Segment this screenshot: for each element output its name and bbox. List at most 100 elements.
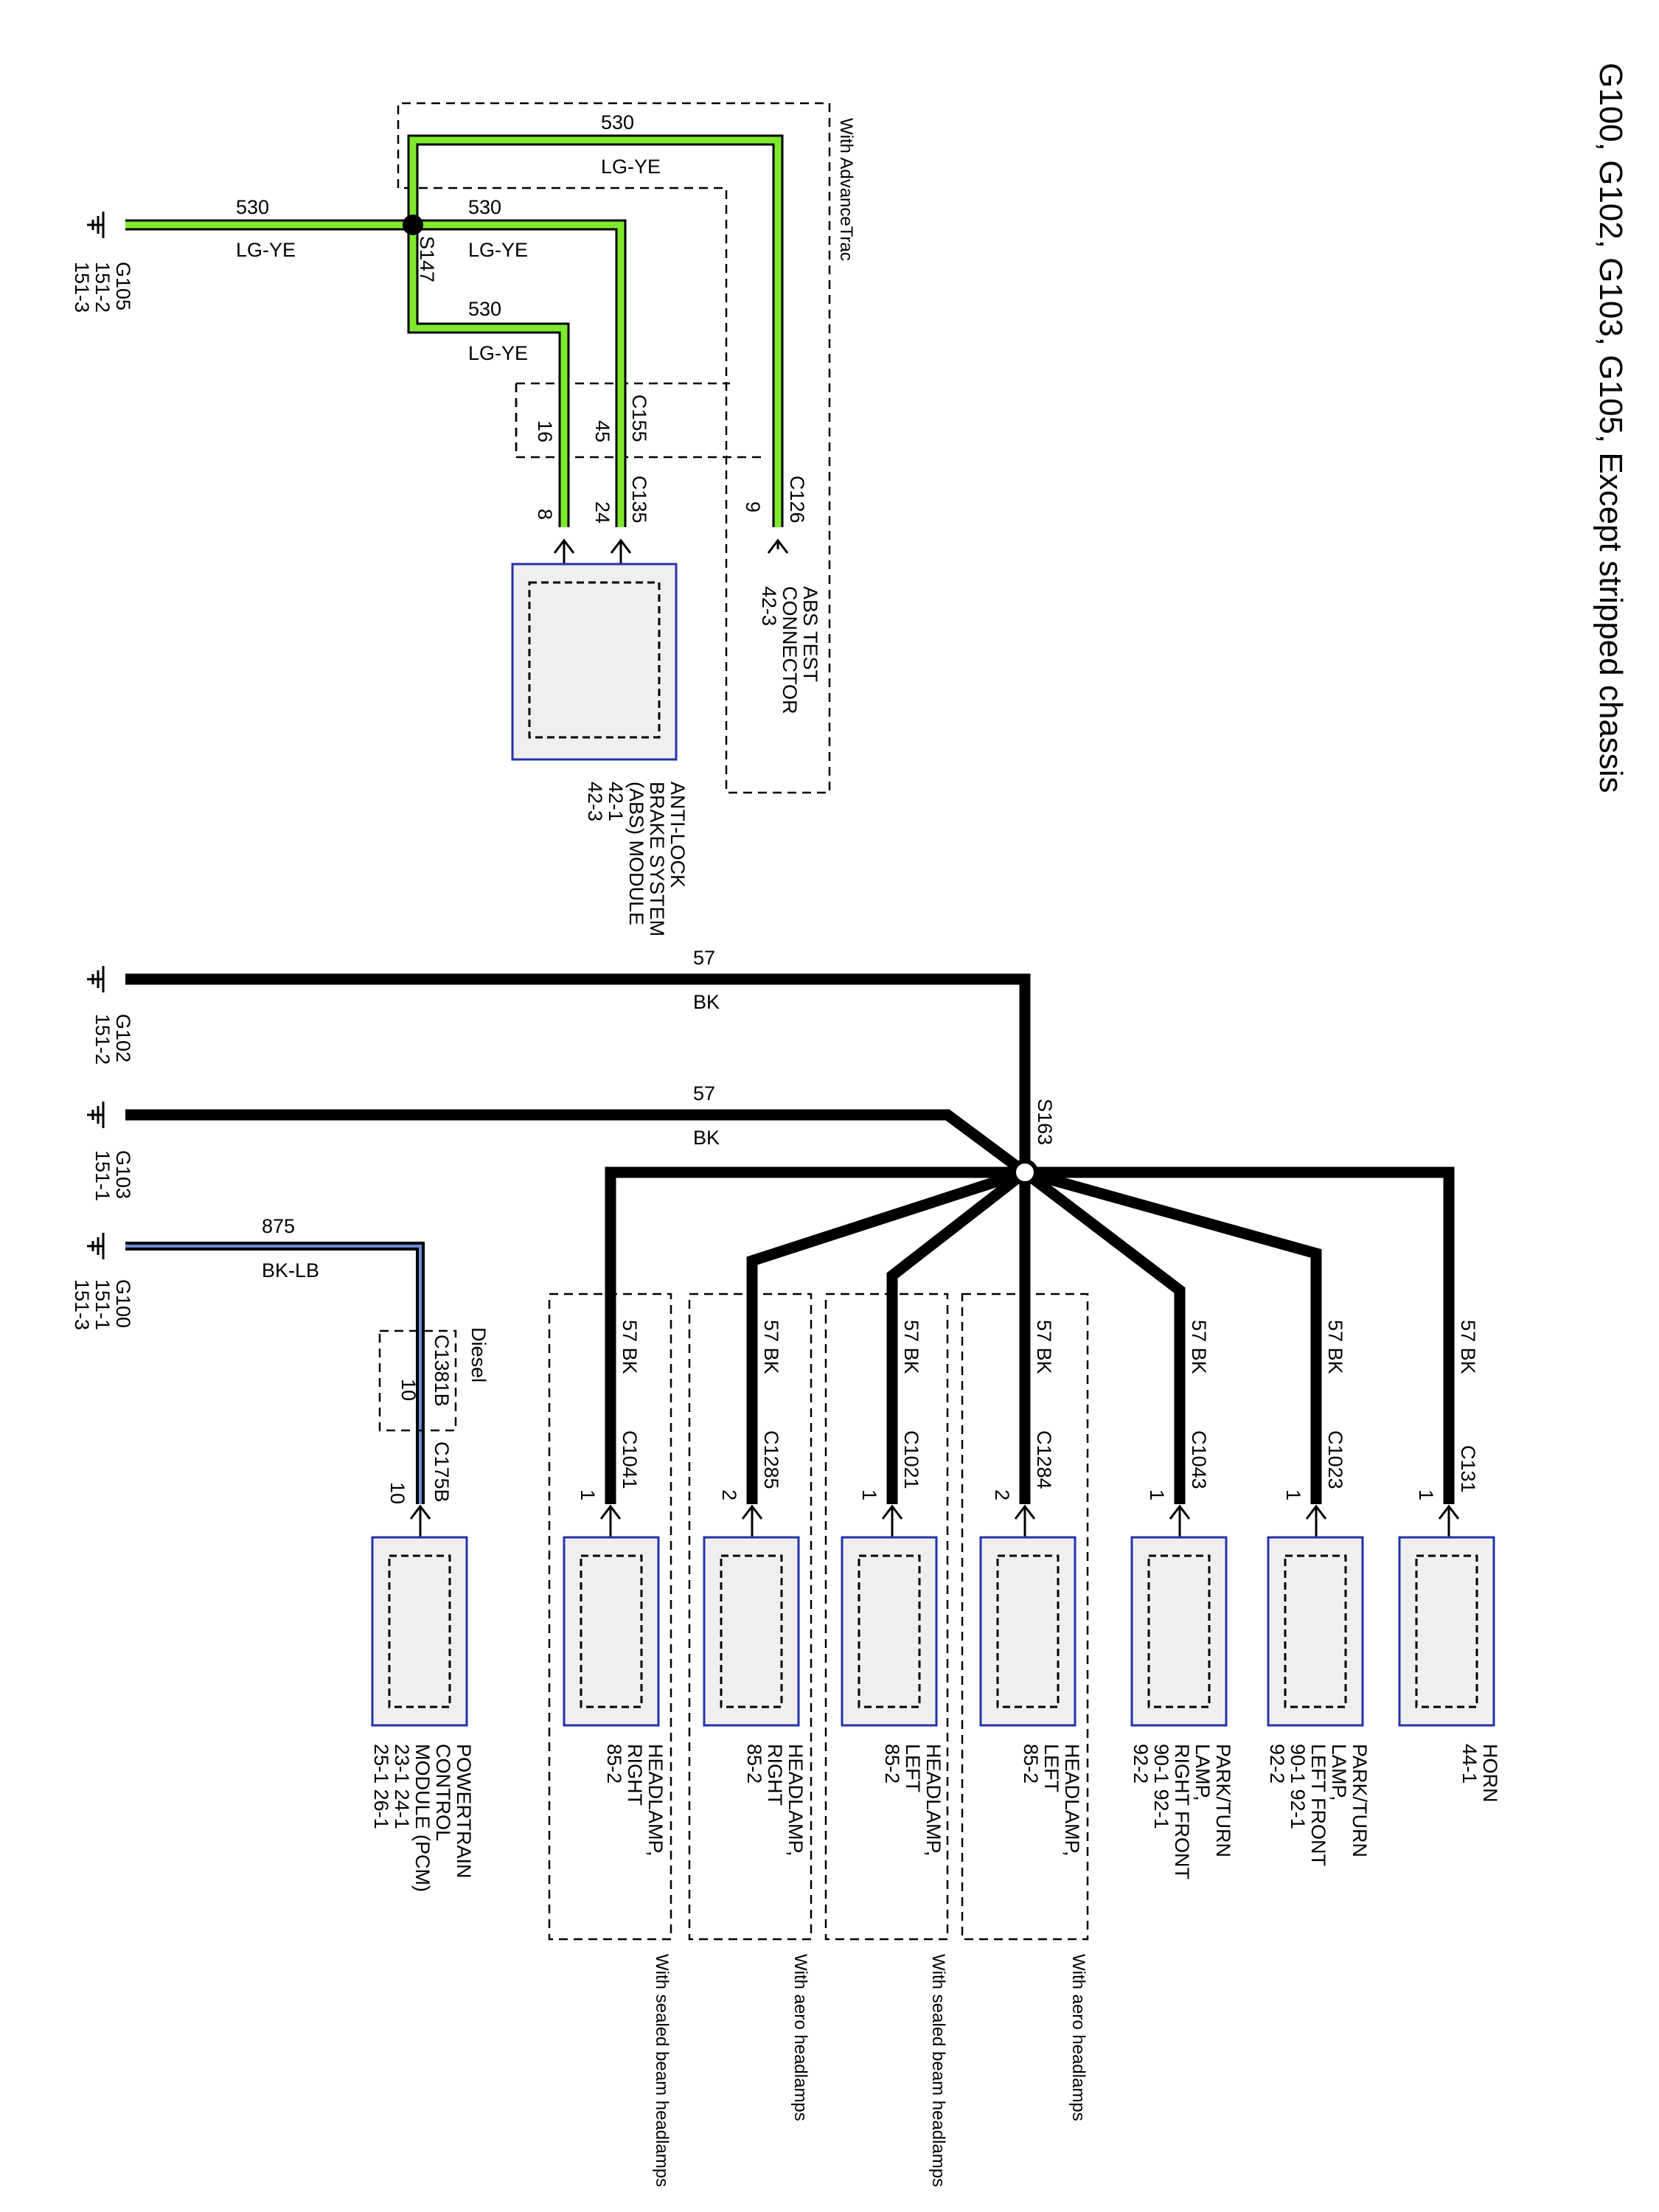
pcm-line-1: POWERTRAIN (453, 1744, 475, 1879)
aero-left-box (961, 1293, 1089, 1941)
wire-530-color-1: LG-YE (236, 239, 296, 261)
wire-57-label-2: 57 (693, 1082, 715, 1105)
splice-s147-label: S147 (416, 236, 438, 282)
branch-label-c1043: 57 BK (1188, 1320, 1210, 1374)
c155-pin-45: 45 (591, 420, 613, 442)
park-turn-left-line-4: 90-1 92-1 (1287, 1744, 1309, 1829)
pcm-line-5: 25-1 26-1 (370, 1744, 392, 1829)
connector-c1021: C1021 (900, 1430, 922, 1489)
diesel-note: Diesel (467, 1327, 490, 1382)
headlamp-left-aero-line-1: HEADLAMP, (1061, 1744, 1083, 1857)
headlamp-right-sealed-line-2: RIGHT (624, 1744, 646, 1806)
park-turn-left-line-2: LAMP, (1328, 1744, 1350, 1801)
connector-c1284: C1284 (1033, 1430, 1055, 1489)
abs-module-line-1: ANTI-LOCK (667, 782, 689, 888)
headlamp-right-sealed (563, 1536, 660, 1727)
wire-57-label-1: 57 (693, 947, 715, 969)
park-turn-right-line-3: RIGHT FRONT (1171, 1744, 1193, 1879)
ground-g102 (87, 966, 105, 992)
branch-label-c131: 57 BK (1457, 1320, 1479, 1374)
headlamp-left-sealed (841, 1536, 938, 1727)
headlamp-left-sealed-line-1: HEADLAMP, (922, 1744, 945, 1857)
park-turn-right-line-5: 92-2 (1130, 1744, 1152, 1784)
headlamp-right-sealed-line-3: 85-2 (603, 1744, 625, 1784)
headlamp-right-aero (703, 1536, 800, 1727)
wire-530-label-1: 530 (236, 196, 269, 218)
connector-c1041: C1041 (619, 1430, 641, 1489)
park-turn-left-line-3: LEFT FRONT (1307, 1744, 1329, 1866)
park-turn-left-line-1: PARK/TURN (1349, 1744, 1371, 1857)
headlamp-right-aero-line-1: HEADLAMP, (785, 1744, 807, 1857)
pcm-module (371, 1536, 468, 1727)
connector-c1381b: C1381B (431, 1335, 453, 1407)
park-turn-lamp-left (1267, 1536, 1364, 1727)
branch-label-c1023: 57 BK (1324, 1320, 1346, 1374)
park-turn-right-line-4: 90-1 92-1 (1150, 1744, 1172, 1829)
wire-57-color-2: BK (693, 1127, 720, 1149)
splice-s147 (403, 215, 423, 235)
abs-test-line-3: 42-3 (758, 586, 780, 626)
wire-57-color-1: BK (693, 991, 720, 1013)
g103-id: G103 (112, 1150, 134, 1199)
connector-c1043: C1043 (1188, 1430, 1210, 1489)
c1381b-pin-10: 10 (397, 1379, 420, 1401)
pcm-line-2: CONTROL (432, 1744, 454, 1841)
headlamp-right-aero-line-3: 85-2 (743, 1744, 765, 1784)
with-advancetrac-note: With AdvanceTrac (836, 118, 856, 261)
g102-id: G102 (112, 1014, 134, 1062)
wire-530-color-2: LG-YE (601, 156, 661, 178)
ground-g105 (87, 212, 105, 238)
c1284-pin: 2 (991, 1489, 1013, 1500)
g102-ref-1: 151-2 (91, 1014, 114, 1065)
connector-c135: C135 (628, 476, 650, 524)
park-turn-lamp-right (1130, 1536, 1228, 1727)
wire-530-label-2: 530 (601, 111, 634, 133)
g105-id: G105 (112, 262, 134, 310)
headlamp-right-aero-line-2: RIGHT (764, 1744, 786, 1806)
c175b-pin-10: 10 (386, 1482, 408, 1504)
connector-c1023: C1023 (1324, 1430, 1346, 1489)
aero-right-box (688, 1293, 813, 1941)
ground-g100 (87, 1233, 105, 1259)
horn-line-1: HORN (1479, 1744, 1501, 1803)
branch-label-c1021: 57 BK (900, 1320, 922, 1374)
splice-s163 (1012, 1159, 1038, 1186)
headlamp-left-sealed-line-3: 85-2 (881, 1744, 903, 1784)
headlamp-right-sealed-line-1: HEADLAMP, (644, 1744, 667, 1857)
wire-530-color-4: LG-YE (468, 342, 528, 364)
headlamp-left-aero-line-3: 85-2 (1020, 1744, 1042, 1784)
wire-875-color: BK-LB (262, 1259, 319, 1281)
wire-530-color-3: LG-YE (468, 239, 528, 261)
c1285-pin: 2 (718, 1489, 740, 1500)
abs-test-line-2: CONNECTOR (779, 586, 801, 714)
branch-label-c1041: 57 BK (619, 1320, 641, 1374)
c131-pin: 1 (1415, 1489, 1437, 1500)
c126-pin-9: 9 (742, 501, 764, 512)
sealed-beam-note-left: With sealed beam headlamps (928, 1954, 948, 2187)
headlamp-left-aero-line-2: LEFT (1040, 1744, 1062, 1792)
sealed-beam-note-right: With sealed beam headlamps (652, 1954, 672, 2187)
g105-ref-1: 151-2 (91, 262, 114, 313)
headlamp-left-aero (979, 1536, 1077, 1727)
branch-label-c1285: 57 BK (760, 1320, 782, 1374)
diesel-option-box (378, 1329, 457, 1432)
park-turn-right-line-1: PARK/TURN (1212, 1744, 1234, 1857)
abs-module (511, 563, 678, 761)
c135-pin-8: 8 (534, 509, 556, 520)
g103-ref-1: 151-1 (91, 1150, 114, 1201)
abs-module-line-4: 42-1 (605, 782, 627, 821)
wire-875-bk-lb (125, 1242, 425, 1504)
connector-c126: C126 (786, 476, 808, 524)
g100-id: G100 (112, 1279, 134, 1328)
c1023-pin: 1 (1282, 1489, 1304, 1500)
aero-note-right: With aero headlamps (790, 1954, 810, 2121)
connector-c1285: C1285 (760, 1430, 782, 1489)
sealed-beam-left-box (824, 1293, 949, 1941)
diagram-title: G100, G102, G103, G105, Except stripped … (1593, 63, 1629, 793)
pcm-line-3: MODULE (PCM) (411, 1744, 434, 1892)
connector-c175b: C175B (431, 1441, 453, 1503)
headlamp-left-sealed-line-2: LEFT (902, 1744, 924, 1792)
c126-terminal-9 (767, 538, 789, 554)
abs-module-line-2: BRAKE SYSTEM (646, 782, 668, 936)
